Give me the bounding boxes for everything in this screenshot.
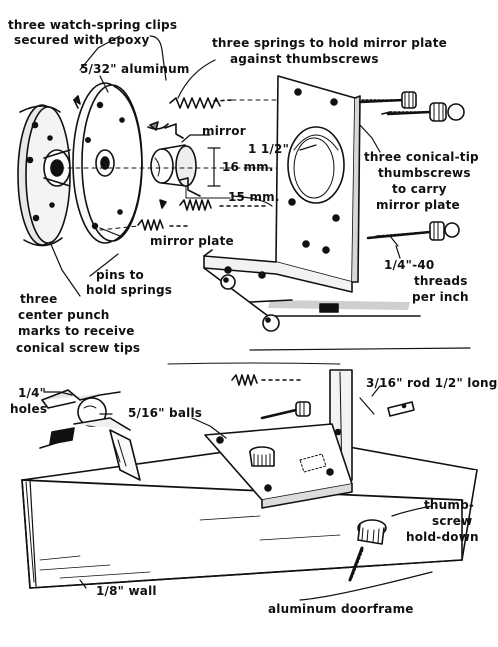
- label-dim-16mm: 16 mm.: [222, 160, 274, 174]
- floor-shadow: [268, 300, 410, 310]
- label-pins-1: pins to: [96, 268, 144, 282]
- dim-16mm-line: [207, 147, 221, 187]
- label-thumbscrews-4: mirror plate: [376, 198, 460, 212]
- label-rod: 3/16" rod 1/2" long: [366, 376, 498, 390]
- label-thread-3: per inch: [412, 290, 469, 304]
- label-punch-2: center punch: [18, 308, 110, 322]
- label-clips-1: three watch-spring clips: [8, 18, 178, 32]
- dim-15mm-line: [185, 185, 231, 199]
- ball-detail: [39, 389, 141, 481]
- bottom-thumbscrew-top: [249, 446, 275, 467]
- label-thumbscrews-3: to carry: [392, 182, 447, 196]
- spring-lower: [137, 219, 191, 231]
- label-thread-1: 1/4"-40: [384, 258, 435, 272]
- mirror-mount-diagram: [17, 35, 478, 601]
- spring-middle: [179, 199, 266, 211]
- bottom-bracket: [204, 369, 353, 509]
- label-pins-2: hold springs: [86, 283, 173, 297]
- bracket-top: [164, 123, 184, 139]
- thumbscrew-2: [381, 102, 465, 122]
- leaders-top: [49, 35, 401, 297]
- leaders-bottom: [43, 385, 433, 601]
- label-dim-1-5in: 1 1/2": [248, 142, 290, 156]
- aluminum-disk: [72, 82, 143, 244]
- label-wall: 1/8" wall: [96, 584, 157, 598]
- label-thumbscrews-1: three conical-tip: [364, 150, 479, 164]
- label-mirror: mirror: [202, 124, 246, 138]
- label-dim-15mm: 15 mm.: [228, 190, 280, 204]
- label-springs-1: three springs to hold mirror plate: [212, 36, 447, 50]
- back-disk: [17, 104, 71, 247]
- label-holddown-1: thumb-: [424, 498, 475, 512]
- label-holddown-2: screw: [432, 514, 473, 528]
- thumbscrew-3: [366, 221, 460, 241]
- bracket-bottom: [179, 177, 201, 197]
- bottom-spring: [231, 374, 301, 386]
- label-springs-2: against thumbscrews: [230, 52, 379, 66]
- label-aluminum: 5/32" aluminum: [80, 62, 190, 76]
- spring-upper: [169, 97, 233, 109]
- mirror-plate-bracket: [203, 75, 421, 317]
- watch-spring-clips: [73, 95, 169, 209]
- label-holes-1: 1/4": [18, 386, 47, 400]
- label-mirror-plate: mirror plate: [150, 234, 234, 248]
- axis-line-lower: [99, 225, 139, 231]
- floor-line: [249, 347, 471, 351]
- thumbscrew-1: [358, 91, 417, 109]
- thumbscrew-4: [249, 299, 293, 303]
- rods: [359, 397, 415, 417]
- label-doorframe: aluminum doorframe: [268, 602, 414, 616]
- label-punch-4: conical screw tips: [16, 341, 141, 355]
- label-clips-2: secured with epoxy: [14, 33, 150, 47]
- label-holes-2: holes: [10, 402, 48, 416]
- label-holddown-3: hold-down: [406, 530, 479, 544]
- label-punch-3: marks to receive: [18, 324, 135, 338]
- label-balls: 5/16" balls: [128, 406, 203, 420]
- label-thread-2: threads: [414, 274, 468, 288]
- mirror-cylinder: [150, 144, 197, 187]
- balls-top: [220, 274, 339, 332]
- section-divider: [167, 362, 341, 365]
- label-thumbscrews-2: thumbscrews: [378, 166, 471, 180]
- label-punch-1: three: [20, 292, 58, 306]
- holddown-thumbscrew: [348, 519, 387, 582]
- bottom-conical-screw: [260, 401, 311, 420]
